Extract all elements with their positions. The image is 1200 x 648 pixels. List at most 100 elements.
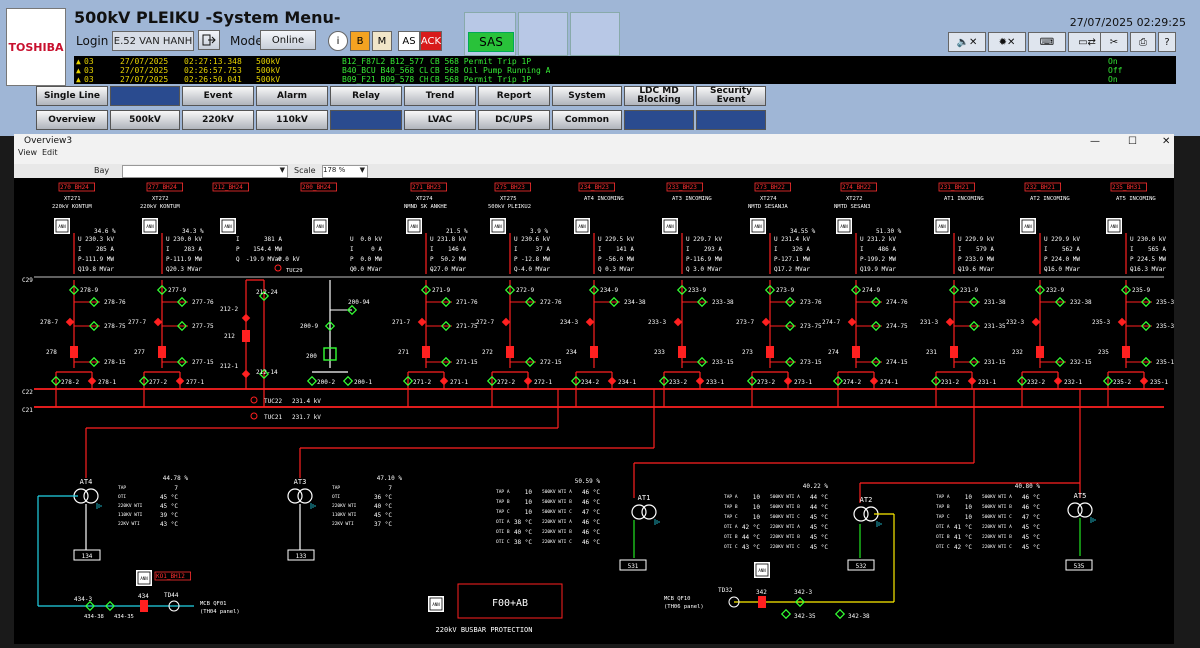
bus-disconnector-1[interactable] — [439, 376, 449, 386]
nav-event[interactable]: Event — [182, 86, 254, 106]
login-user-field[interactable]: E.52 VAN HANH — [112, 31, 194, 51]
mode-online-button[interactable]: Online — [260, 30, 316, 50]
nav-trend[interactable]: Trend — [404, 86, 476, 106]
bay-tag-frame[interactable] — [410, 182, 447, 192]
transformer-winding[interactable] — [1077, 502, 1093, 518]
tertiary-switch[interactable] — [84, 600, 96, 612]
coupler-switch[interactable] — [258, 290, 270, 302]
nav-lvac[interactable]: LVAC — [404, 110, 476, 130]
disconnector-7[interactable] — [945, 317, 955, 327]
circuit-breaker[interactable] — [158, 346, 166, 358]
open-breaker[interactable] — [323, 347, 337, 361]
bus-box[interactable] — [73, 549, 101, 561]
ann-button[interactable] — [136, 570, 152, 586]
circuit-breaker[interactable] — [1036, 346, 1044, 358]
ann-button[interactable] — [54, 218, 70, 234]
bus-disconnector-2[interactable] — [746, 375, 758, 387]
bay-tag-frame[interactable] — [1110, 182, 1147, 192]
transformer-winding[interactable] — [83, 488, 99, 504]
nav-dc-ups[interactable]: DC/UPS — [478, 110, 550, 130]
earth-switch[interactable] — [176, 356, 188, 368]
circuit-breaker[interactable] — [422, 346, 430, 358]
printer-button[interactable]: ⎙ — [1130, 32, 1156, 52]
earth-switch[interactable] — [88, 356, 100, 368]
tertiary-switch[interactable] — [780, 608, 792, 620]
disconnector-9[interactable] — [420, 284, 432, 296]
bay-tag-frame[interactable] — [146, 182, 183, 192]
circuit-breaker[interactable] — [766, 346, 774, 358]
nav-500kv[interactable]: 500kV — [110, 110, 180, 130]
disconnector-9[interactable] — [156, 284, 168, 296]
circuit-breaker[interactable] — [758, 596, 766, 608]
earth-switch[interactable] — [88, 320, 100, 332]
bus-disconnector-2[interactable] — [658, 375, 670, 387]
aux-transformer[interactable] — [168, 600, 180, 612]
ann-button[interactable] — [220, 218, 236, 234]
disconnector-7[interactable] — [761, 317, 771, 327]
nav-report[interactable]: Report — [478, 86, 550, 106]
disconnector-7[interactable] — [673, 317, 683, 327]
circuit-breaker[interactable] — [1122, 346, 1130, 358]
bus-disconnector-1[interactable] — [869, 376, 879, 386]
earth-switch[interactable] — [524, 296, 536, 308]
nav-blank-1[interactable] — [110, 86, 180, 106]
menu-view[interactable]: View — [18, 148, 37, 157]
nav-single-line[interactable]: Single Line — [36, 86, 108, 106]
bus-disconnector-2[interactable] — [402, 375, 414, 387]
bus-disconnector-2[interactable] — [1102, 375, 1114, 387]
earth-switch[interactable] — [176, 320, 188, 332]
b-button[interactable]: B — [350, 31, 370, 51]
coupler-disconnector[interactable] — [241, 313, 251, 323]
ack-button[interactable]: ACK — [420, 31, 442, 51]
transformer-winding[interactable] — [1067, 502, 1083, 518]
bay-tag-frame[interactable] — [212, 182, 249, 192]
ann-button[interactable] — [574, 218, 590, 234]
bus-box[interactable] — [287, 549, 315, 561]
disconnector-9[interactable] — [68, 284, 80, 296]
earth-switch[interactable] — [524, 356, 536, 368]
circuit-breaker[interactable] — [70, 346, 78, 358]
section-switch[interactable] — [306, 375, 318, 387]
tools-button[interactable]: ✂ — [1100, 32, 1128, 52]
earth-switch[interactable] — [440, 356, 452, 368]
earth-switch[interactable] — [176, 296, 188, 308]
help-button[interactable]: ? — [1158, 32, 1176, 52]
earth-switch[interactable] — [870, 320, 882, 332]
earth-switch[interactable] — [784, 320, 796, 332]
busbar-protection-panel[interactable] — [457, 583, 563, 619]
disconnector-9[interactable] — [504, 284, 516, 296]
ann-button[interactable] — [750, 218, 766, 234]
disconnector-7[interactable] — [847, 317, 857, 327]
event-row[interactable]: ▲ 03 27/07/2025 02:27:13.348 500kV B12_F… — [76, 57, 1118, 66]
bus-box[interactable] — [847, 559, 875, 571]
circuit-breaker[interactable] — [140, 600, 148, 612]
transformer-winding[interactable] — [641, 504, 657, 520]
aux-transformer[interactable] — [728, 596, 740, 608]
bay-select[interactable]: ▼ — [122, 165, 288, 178]
menu-edit[interactable]: Edit — [42, 148, 58, 157]
disconnector-7[interactable] — [65, 317, 75, 327]
nav-alarm[interactable]: Alarm — [256, 86, 328, 106]
nav-security-event[interactable]: Security Event — [696, 86, 766, 106]
nav-overview[interactable]: Overview — [36, 110, 108, 130]
disconnector-7[interactable] — [153, 317, 163, 327]
disconnector-9[interactable] — [1120, 284, 1132, 296]
ann-button[interactable] — [1106, 218, 1122, 234]
ann-button[interactable] — [406, 218, 422, 234]
ann-button[interactable] — [428, 596, 444, 612]
section-switch[interactable] — [346, 304, 358, 316]
bus-box[interactable] — [619, 559, 647, 571]
section-switch[interactable] — [342, 375, 354, 387]
light-off-button[interactable]: ✹✕ — [988, 32, 1026, 52]
bus-box[interactable] — [1065, 559, 1093, 571]
ann-button[interactable] — [490, 218, 506, 234]
disconnector-9[interactable] — [676, 284, 688, 296]
nav-220kv[interactable]: 220kV — [182, 110, 254, 130]
bus-disconnector-2[interactable] — [50, 375, 62, 387]
nav-110kv[interactable]: 110kV — [256, 110, 328, 130]
nav-relay[interactable]: Relay — [330, 86, 402, 106]
earth-switch[interactable] — [968, 356, 980, 368]
logout-button[interactable] — [198, 30, 220, 50]
coupler-disconnector[interactable] — [241, 369, 251, 379]
transformer-winding[interactable] — [287, 488, 303, 504]
